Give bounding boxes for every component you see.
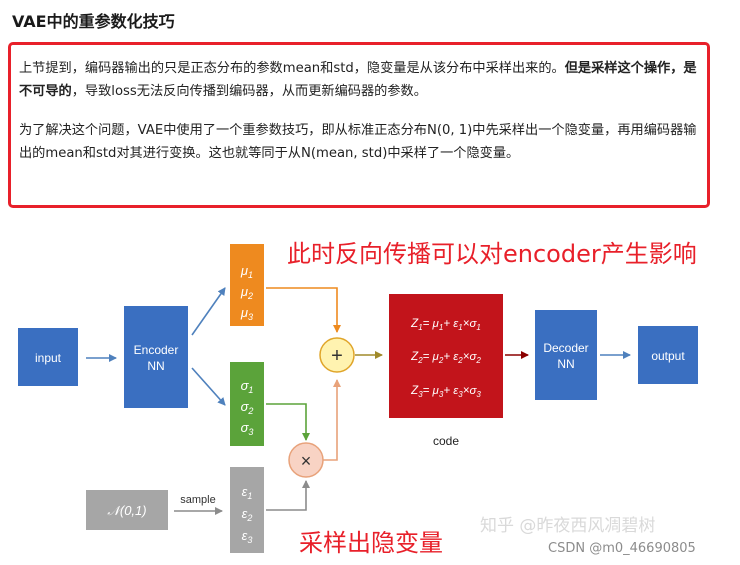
code-label: code — [433, 434, 459, 448]
normal-distribution-box — [86, 490, 168, 530]
sample-label: sample — [180, 494, 215, 506]
annotation-sample-latent: 采样出隐变量 — [299, 529, 443, 557]
encoder-label-1: Encoder — [134, 343, 179, 357]
z-equation-3: Z3= μ3+ ε3×σ3 — [410, 385, 481, 399]
epsilon-3: ε3 — [242, 528, 253, 545]
encoder-label-2: NN — [147, 359, 164, 373]
callout-text-a: 上节提到，编码器输出的只是正态分布的参数mean和std，隐变量是从该分布中采样… — [19, 61, 565, 76]
decoder-box — [535, 310, 597, 400]
input-box — [18, 328, 78, 386]
mu-box — [230, 244, 264, 326]
decoder-label-2: NN — [557, 357, 574, 371]
annotation-backprop: 此时反向传播可以对encoder产生影响 — [287, 240, 697, 268]
callout-text-b: ，导致loss无法反向传播到编码器，从而更新编码器的参数。 — [71, 83, 427, 99]
page-title: VAE中的重参数化技巧 — [12, 12, 175, 31]
arrow-sigma-times — [266, 403, 310, 441]
times-symbol: × — [301, 451, 312, 471]
arrow-times-plus — [323, 379, 341, 461]
watermark-csdn: CSDN @m0_46690805 — [548, 541, 696, 556]
encoder-box — [124, 306, 188, 408]
plus-symbol: + — [331, 345, 343, 367]
callout-box: 上节提到，编码器输出的只是正态分布的参数mean和std，隐变量是从该分布中采样… — [8, 42, 710, 208]
z-equation-1: Z1= μ1+ ε1×σ1 — [410, 318, 481, 332]
output-box — [638, 326, 698, 384]
callout-paragraph-2: 为了解决这个问题，VAE中使用了一个重参数技巧，即从标准正态分布N(0, 1)中… — [19, 123, 697, 161]
watermark-zhihu: 知乎 @昨夜西风凋碧树 — [480, 516, 655, 536]
decoder-label-1: Decoder — [543, 341, 588, 355]
sigma-box — [230, 362, 264, 446]
output-label: output — [651, 349, 685, 363]
arrow-encoder-sigma — [191, 367, 226, 406]
plus-operator — [319, 337, 355, 373]
arrow-epsilon-times — [266, 480, 310, 511]
epsilon-1: ε1 — [242, 484, 253, 501]
normal-distribution-label: 𝒩(0,1) — [107, 503, 146, 518]
callout-paragraph-1: 上节提到，编码器输出的只是正态分布的参数mean和std，隐变量是从该分布中采样… — [19, 58, 697, 103]
arrow-encoder-mu — [191, 287, 226, 336]
z-equation-2: Z2= μ2+ ε2×σ2 — [410, 351, 481, 365]
epsilon-2: ε2 — [242, 506, 253, 523]
input-label: input — [35, 351, 62, 365]
epsilon-box — [230, 467, 264, 553]
latent-z-box — [389, 294, 503, 418]
callout-bold-text: 但是采样这个操作，是不可导的 — [19, 61, 697, 99]
arrow-mu-plus — [266, 287, 341, 333]
